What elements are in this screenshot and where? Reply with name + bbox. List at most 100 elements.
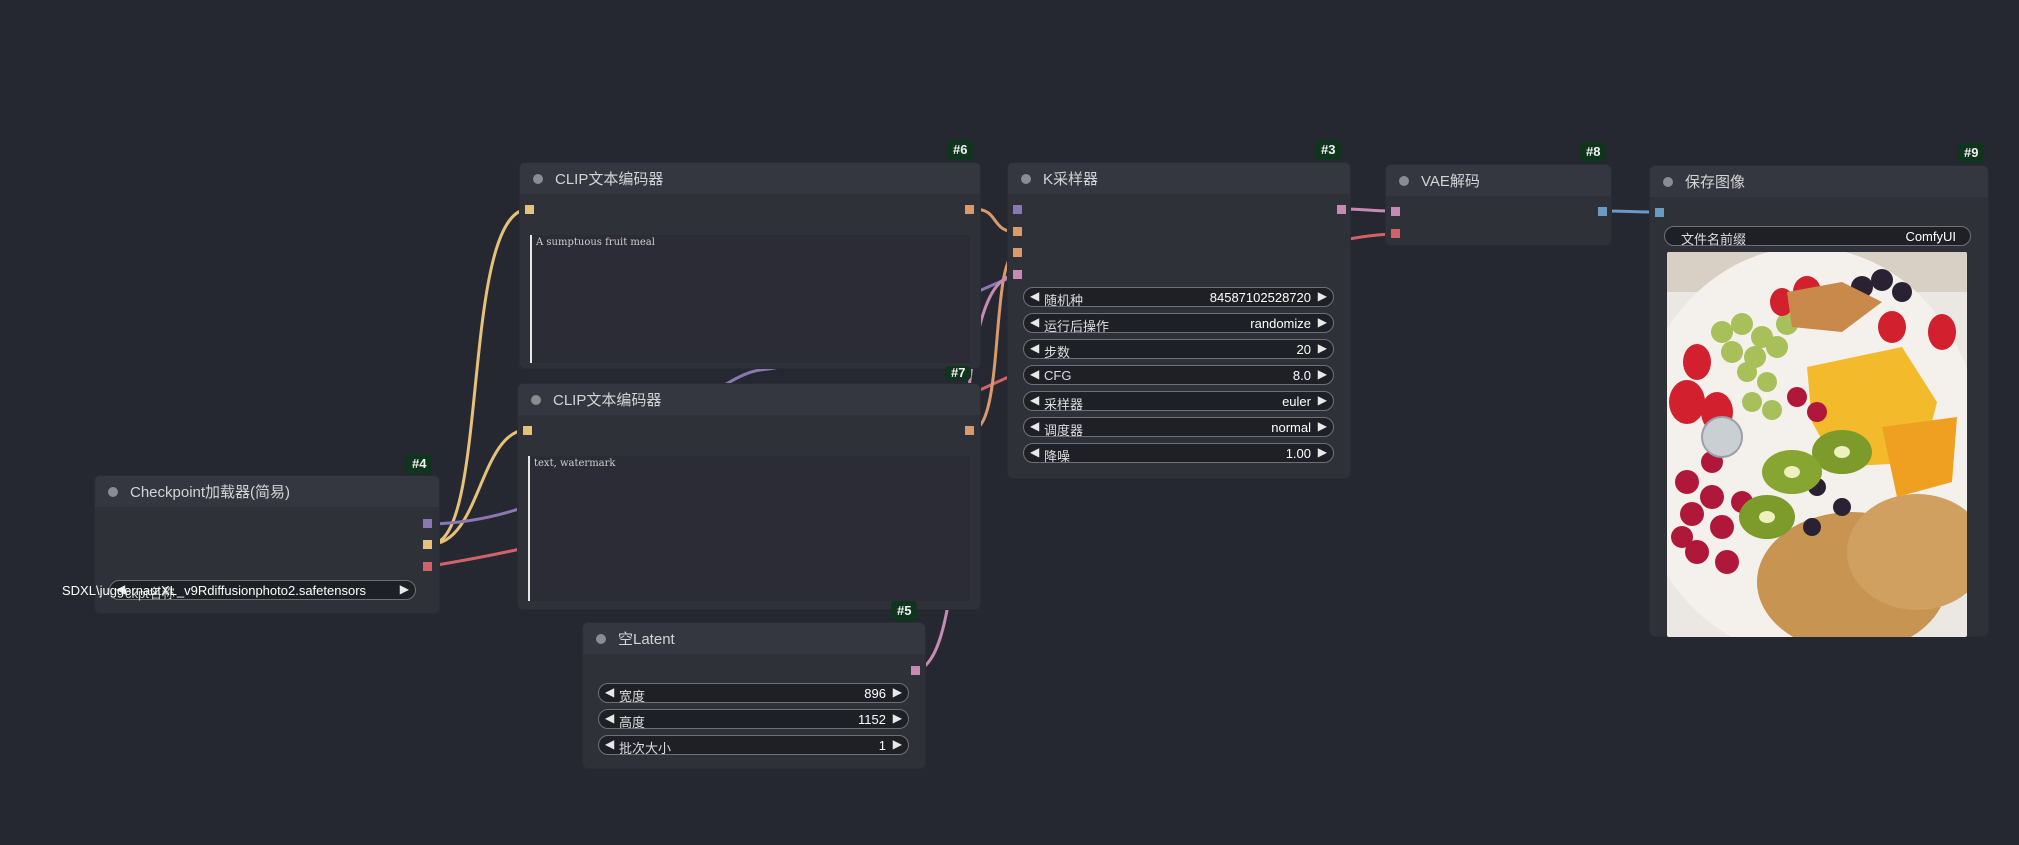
- widget-value: 84587102528720: [1209, 290, 1311, 305]
- negative-input-port[interactable]: [1013, 248, 1022, 257]
- node-header[interactable]: CLIP文本编码器: [520, 163, 980, 194]
- widget-value: 1.00: [1285, 446, 1311, 461]
- ksampler-node[interactable]: K采样器 ◀ 随机种 84587102528720 ▶ ◀ 运行后操作 rand…: [1008, 163, 1350, 478]
- conditioning-output-port[interactable]: [965, 205, 974, 214]
- width-widget[interactable]: ◀ 宽度 896 ▶: [598, 683, 909, 704]
- control-after-generate-widget[interactable]: ◀ 运行后操作 randomize ▶: [1023, 313, 1334, 334]
- widget-value: 896: [864, 686, 886, 701]
- node-collapse-dot[interactable]: [531, 394, 541, 405]
- latent-output-port[interactable]: [1337, 205, 1346, 214]
- widget-value: euler: [1282, 394, 1311, 409]
- height-widget[interactable]: ◀ 高度 1152 ▶: [598, 709, 909, 730]
- cfg-widget[interactable]: ◀ CFG 8.0 ▶: [1023, 365, 1334, 385]
- widget-label: 宽度: [619, 689, 646, 704]
- node-collapse-dot[interactable]: [533, 173, 543, 184]
- increment-arrow[interactable]: ▶: [1317, 367, 1327, 381]
- node-collapse-dot[interactable]: [1663, 176, 1673, 187]
- latent-input-port[interactable]: [1013, 270, 1022, 279]
- vae-output-port[interactable]: [423, 562, 432, 571]
- clip-wire-pos: [430, 207, 530, 546]
- clip-text-encoder-positive-node[interactable]: CLIP文本编码器 A sumptuous fruit meal: [520, 163, 980, 368]
- widget-label: 调度器: [1044, 423, 1084, 438]
- generated-image-preview[interactable]: [1667, 252, 1967, 637]
- decrement-arrow[interactable]: ◀: [1030, 445, 1040, 459]
- decrement-arrow[interactable]: ◀: [1030, 315, 1040, 329]
- node-id-badge: #9: [1958, 143, 1985, 163]
- node-header[interactable]: VAE解码: [1386, 165, 1611, 196]
- node-title: 保存图像: [1685, 174, 1746, 191]
- vae-decode-node[interactable]: VAE解码: [1386, 165, 1611, 245]
- decrement-arrow[interactable]: ◀: [605, 737, 615, 751]
- clip-text-encoder-negative-node[interactable]: CLIP文本编码器 text, watermark: [518, 384, 980, 609]
- images-input-port[interactable]: [1655, 208, 1664, 217]
- increment-arrow[interactable]: ▶: [399, 582, 409, 596]
- node-title: 空Latent: [618, 631, 675, 648]
- widget-value: 1152: [858, 712, 886, 727]
- widget-value: randomize: [1250, 316, 1311, 331]
- increment-arrow[interactable]: ▶: [892, 711, 902, 725]
- node-header[interactable]: Checkpoint加载器(简易): [95, 476, 439, 507]
- increment-arrow[interactable]: ▶: [1317, 445, 1327, 459]
- model-output-port[interactable]: [423, 519, 432, 528]
- seed-widget[interactable]: ◀ 随机种 84587102528720 ▶: [1023, 287, 1334, 308]
- decrement-arrow[interactable]: ◀: [605, 711, 615, 725]
- increment-arrow[interactable]: ▶: [1317, 315, 1327, 329]
- denoise-widget[interactable]: ◀ 降噪 1.00 ▶: [1023, 443, 1334, 464]
- node-header[interactable]: 空Latent: [583, 623, 925, 654]
- prompt-textarea[interactable]: text, watermark: [528, 456, 970, 601]
- node-id-badge: #3: [1315, 140, 1342, 160]
- conditioning-output-port[interactable]: [965, 426, 974, 435]
- empty-latent-node[interactable]: 空Latent ◀ 宽度 896 ▶ ◀ 高度 1152 ▶ ◀ 批次大小 1 …: [583, 623, 925, 768]
- increment-arrow[interactable]: ▶: [1317, 341, 1327, 355]
- decrement-arrow[interactable]: ◀: [1030, 367, 1040, 381]
- widget-label: 降噪: [1044, 449, 1071, 464]
- samples-input-port[interactable]: [1391, 207, 1400, 216]
- checkpoint-loader-node[interactable]: Checkpoint加载器(简易) ◀ ▶: [95, 476, 439, 613]
- widget-label: 采样器: [1044, 397, 1084, 412]
- node-title: Checkpoint加载器(简易): [130, 484, 291, 501]
- widget-label: 高度: [619, 715, 646, 730]
- increment-arrow[interactable]: ▶: [1317, 393, 1327, 407]
- decrement-arrow[interactable]: ◀: [1030, 289, 1040, 303]
- widget-label: CFG: [1044, 368, 1072, 383]
- scheduler-widget[interactable]: ◀ 调度器 normal ▶: [1023, 417, 1334, 438]
- node-header[interactable]: CLIP文本编码器: [518, 384, 980, 415]
- prompt-textarea[interactable]: A sumptuous fruit meal: [530, 235, 970, 363]
- widget-label: 随机种: [1044, 293, 1084, 308]
- checkpoint-name-widget[interactable]: ◀ ▶: [109, 580, 416, 600]
- increment-arrow[interactable]: ▶: [892, 685, 902, 699]
- clip-output-port[interactable]: [423, 540, 432, 549]
- clip-input-port[interactable]: [525, 205, 534, 214]
- sampler-name-widget[interactable]: ◀ 采样器 euler ▶: [1023, 391, 1334, 412]
- clip-input-port[interactable]: [523, 426, 532, 435]
- widget-label: 步数: [1044, 345, 1071, 360]
- node-header[interactable]: K采样器: [1008, 163, 1350, 194]
- widget-label: 文件名前缀: [1681, 232, 1747, 247]
- latent-output-port[interactable]: [911, 666, 920, 675]
- widget-value: 1: [878, 738, 886, 753]
- decrement-arrow[interactable]: ◀: [1030, 393, 1040, 407]
- steps-widget[interactable]: ◀ 步数 20 ▶: [1023, 339, 1334, 360]
- increment-arrow[interactable]: ▶: [1317, 289, 1327, 303]
- node-collapse-dot[interactable]: [1399, 175, 1409, 186]
- node-collapse-dot[interactable]: [1021, 173, 1031, 184]
- decrement-arrow[interactable]: ◀: [116, 582, 126, 596]
- batch-size-widget[interactable]: ◀ 批次大小 1 ▶: [598, 735, 909, 756]
- widget-value: 20: [1296, 342, 1311, 357]
- node-id-badge: #5: [891, 601, 918, 621]
- positive-input-port[interactable]: [1013, 227, 1022, 236]
- filename-prefix-widget[interactable]: 文件名前缀 ComfyUI: [1664, 226, 1971, 247]
- decrement-arrow[interactable]: ◀: [605, 685, 615, 699]
- node-header[interactable]: 保存图像: [1650, 166, 1988, 197]
- vae-input-port[interactable]: [1391, 229, 1400, 238]
- model-input-port[interactable]: [1013, 205, 1022, 214]
- decrement-arrow[interactable]: ◀: [1030, 419, 1040, 433]
- image-output-port[interactable]: [1598, 207, 1607, 216]
- node-collapse-dot[interactable]: [596, 633, 606, 644]
- node-collapse-dot[interactable]: [108, 486, 118, 497]
- increment-arrow[interactable]: ▶: [1317, 419, 1327, 433]
- decrement-arrow[interactable]: ◀: [1030, 341, 1040, 355]
- node-id-badge: #7: [945, 366, 972, 380]
- node-title: CLIP文本编码器: [553, 392, 662, 409]
- increment-arrow[interactable]: ▶: [892, 737, 902, 751]
